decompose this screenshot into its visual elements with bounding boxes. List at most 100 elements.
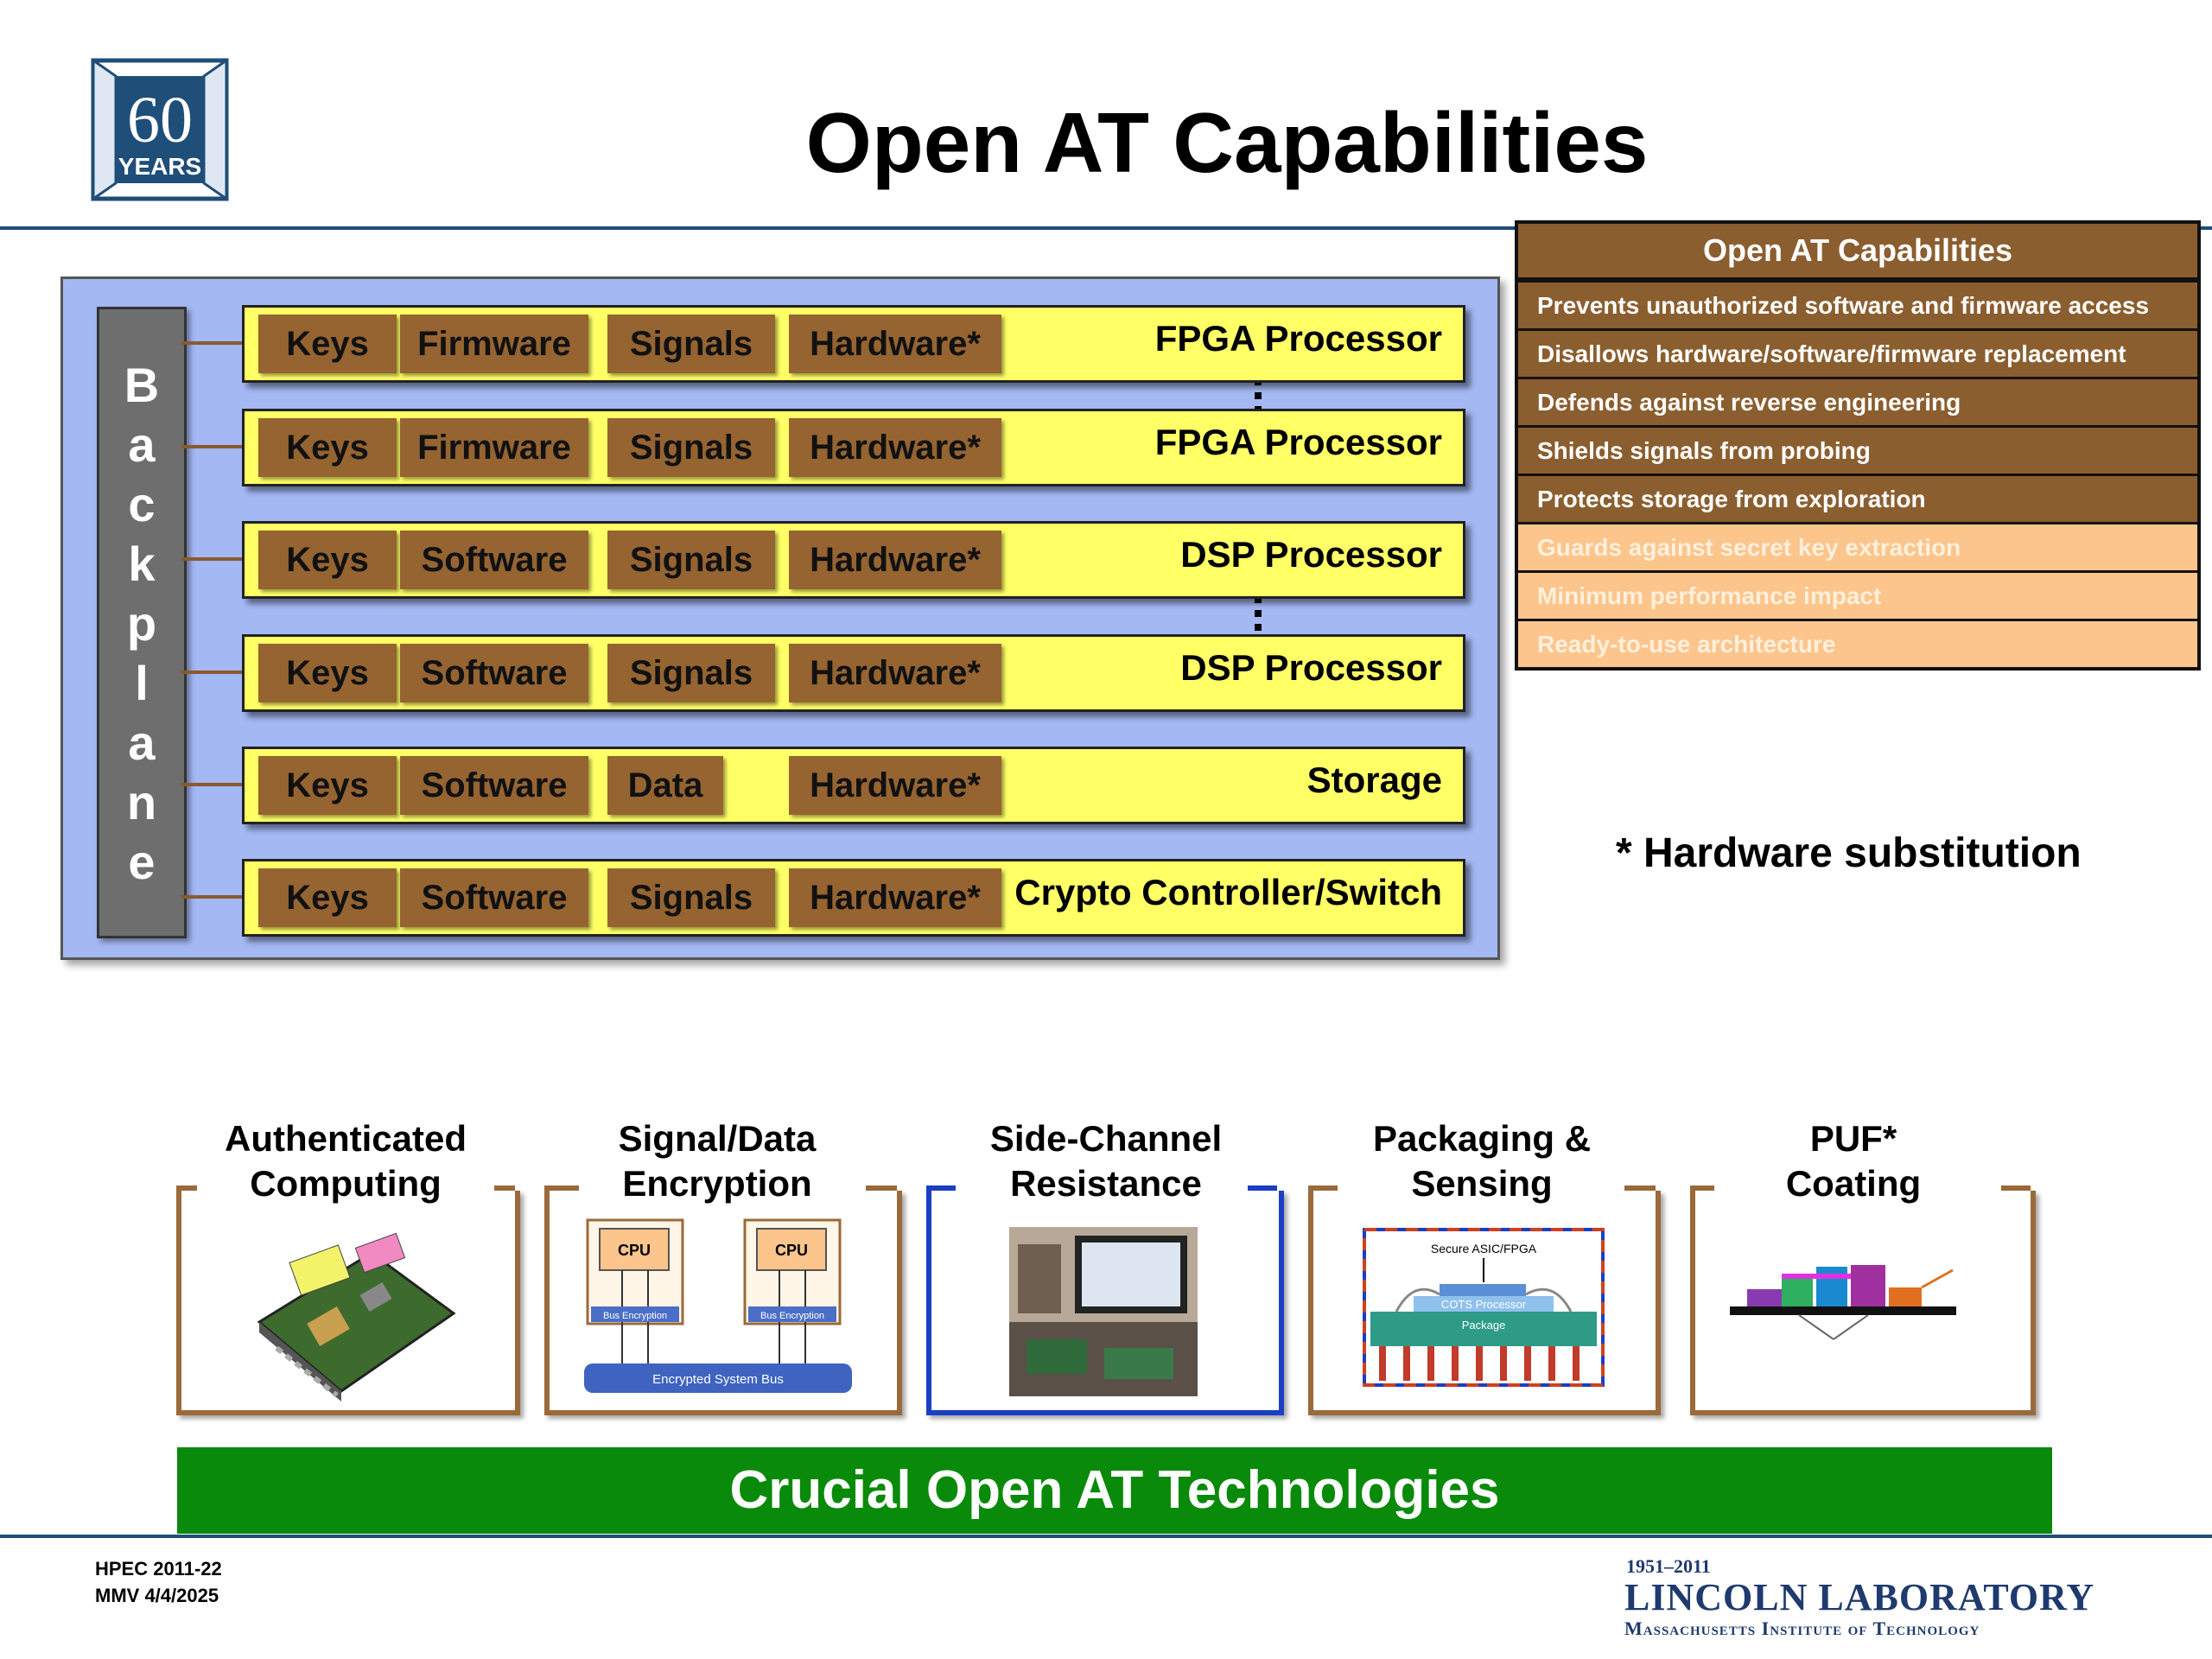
crucial-technologies-banner: Crucial Open AT Technologies <box>177 1447 2052 1534</box>
chip-hardware: Hardware* <box>789 644 1001 702</box>
bracket-tick <box>2001 1185 2031 1191</box>
footer-line-1: HPEC 2011-22 <box>95 1558 222 1580</box>
ellipsis-dots <box>1255 596 1262 634</box>
logo-lab-name: LINCOLN LABORATORY <box>1624 1576 2095 1618</box>
chip-keys: Keys <box>258 868 397 927</box>
bracket-tick <box>1308 1185 1338 1191</box>
backplane-letter: p <box>126 596 157 651</box>
tech-frame <box>926 1191 1284 1415</box>
backplane-connector <box>181 341 242 345</box>
hardware-substitution-note: * Hardware substitution <box>1616 830 2082 876</box>
tech-frame <box>1690 1191 2036 1415</box>
tech-title-authenticated-computing: Authenticated Computing <box>190 1116 501 1206</box>
chip-keys: Keys <box>258 315 397 373</box>
tech-frame <box>544 1191 902 1415</box>
bracket-tick <box>926 1185 956 1191</box>
backplane-connector <box>181 895 242 899</box>
row-label: Crypto Controller/Switch <box>1014 872 1442 912</box>
processor-row: Keys Firmware Signals Hardware* FPGA Pro… <box>242 305 1465 383</box>
tech-frame <box>1308 1191 1661 1415</box>
footer-divider <box>0 1535 2212 1538</box>
chip-keys: Keys <box>258 756 397 815</box>
capability-item: Guards against secret key extraction <box>1518 522 2197 570</box>
tech-title-line: Computing <box>250 1163 442 1204</box>
bracket-tick <box>176 1185 197 1191</box>
cpu-label: CPU <box>775 1242 808 1259</box>
asic-label: Secure ASIC/FPGA <box>1431 1242 1537 1255</box>
chip-signals: Signals <box>607 531 775 589</box>
logo-years: 1951–2011 <box>1626 1555 1711 1577</box>
tech-title-line: Sensing <box>1411 1163 1553 1204</box>
chip-hardware: Hardware* <box>789 418 1001 477</box>
chip-keys: Keys <box>258 531 397 589</box>
tech-title-line: Side-Channel <box>989 1118 1223 1159</box>
capability-item: Disallows hardware/software/firmware rep… <box>1518 328 2197 377</box>
capability-item: Ready-to-use architecture <box>1518 619 2197 667</box>
bracket-tick <box>866 1185 897 1191</box>
page-title: Open AT Capabilities <box>805 95 1649 190</box>
tech-frame <box>176 1191 520 1415</box>
processor-row: Keys Firmware Signals Hardware* FPGA Pro… <box>242 409 1465 486</box>
row-label: FPGA Processor <box>1154 318 1442 359</box>
row-label: Storage <box>1306 760 1442 800</box>
package-diagram: Secure ASIC/FPGA COTS Processor Package <box>1362 1227 1605 1400</box>
tech-title-line: Packaging & <box>1372 1118 1592 1159</box>
backplane-letter: n <box>126 775 157 830</box>
crypto-row: Keys Software Signals Hardware* Crypto C… <box>242 859 1465 937</box>
tech-title-line: Authenticated <box>224 1118 467 1159</box>
chip-data: Data <box>607 756 723 815</box>
tech-title-line: Coating <box>1785 1163 1922 1204</box>
backplane-letter: l <box>135 656 149 710</box>
row-label: FPGA Processor <box>1154 422 1442 462</box>
chip-software: Software <box>400 531 588 589</box>
backplane-connector <box>181 671 242 674</box>
tech-title-line: Encryption <box>622 1163 812 1204</box>
logo-number: 60 <box>127 84 193 156</box>
bracket-tick <box>1248 1185 1277 1191</box>
backplane-letter: B <box>124 358 160 412</box>
chip-signals: Signals <box>607 644 775 702</box>
capabilities-table: Open AT Capabilities Prevents unauthoriz… <box>1515 220 2201 671</box>
cots-label: COTS Processor <box>1441 1298 1527 1311</box>
capability-item: Defends against reverse engineering <box>1518 377 2197 425</box>
chip-signals: Signals <box>607 418 775 477</box>
backplane-letter: k <box>128 537 156 591</box>
bracket-tick <box>494 1185 515 1191</box>
chip-hardware: Hardware* <box>789 756 1001 815</box>
slide-footer-info: HPEC 2011-22 MMV 4/4/2025 <box>95 1555 222 1609</box>
backplane-letter: c <box>128 477 156 531</box>
bus-encryption-label: Bus Encryption <box>760 1311 824 1321</box>
tech-title-line: Resistance <box>1010 1163 1202 1204</box>
60-years-logo: 60 YEARS <box>90 57 230 202</box>
lab-bench-photo <box>1009 1227 1198 1396</box>
processor-row: Keys Software Signals Hardware* DSP Proc… <box>242 634 1465 712</box>
logo-word: YEARS <box>118 153 201 180</box>
capability-item: Minimum performance impact <box>1518 570 2197 619</box>
bracket-tick <box>1624 1185 1656 1191</box>
chip-keys: Keys <box>258 644 397 702</box>
backplane-letter: a <box>128 417 156 472</box>
bracket-tick <box>544 1185 579 1191</box>
capability-item: Shields signals from probing <box>1518 425 2197 474</box>
chip-signals: Signals <box>607 868 775 927</box>
backplane-connector <box>181 557 242 561</box>
backplane-letter: e <box>128 835 156 889</box>
tech-title-packaging-sensing: Packaging & Sensing <box>1326 1116 1637 1206</box>
chip-hardware: Hardware* <box>789 868 1001 927</box>
storage-row: Keys Software Data Hardware* Storage <box>242 747 1465 824</box>
cpu-label: CPU <box>618 1242 651 1259</box>
chip-software: Software <box>400 644 588 702</box>
encryption-diagram: CPU CPU Bus Encryption Bus Encryption En… <box>581 1217 866 1398</box>
package-label: Package <box>1462 1319 1506 1332</box>
chip-keys: Keys <box>258 418 397 477</box>
tech-title-line: PUF* <box>1809 1118 1897 1159</box>
capability-item: Prevents unauthorized software and firmw… <box>1518 280 2197 328</box>
chip-firmware: Firmware <box>400 315 588 373</box>
lincoln-laboratory-logo: 1951–2011 LINCOLN LABORATORY Massachuset… <box>1624 1555 2108 1640</box>
chip-hardware: Hardware* <box>789 531 1001 589</box>
footer-line-2: MMV 4/4/2025 <box>95 1585 219 1606</box>
tech-title-line: Signal/Data <box>618 1118 817 1159</box>
backplane-connector <box>181 783 242 786</box>
backplane-bar: B a c k p l a n e <box>97 307 187 938</box>
logo-institute: Massachusetts Institute of Technology <box>1624 1618 1980 1639</box>
